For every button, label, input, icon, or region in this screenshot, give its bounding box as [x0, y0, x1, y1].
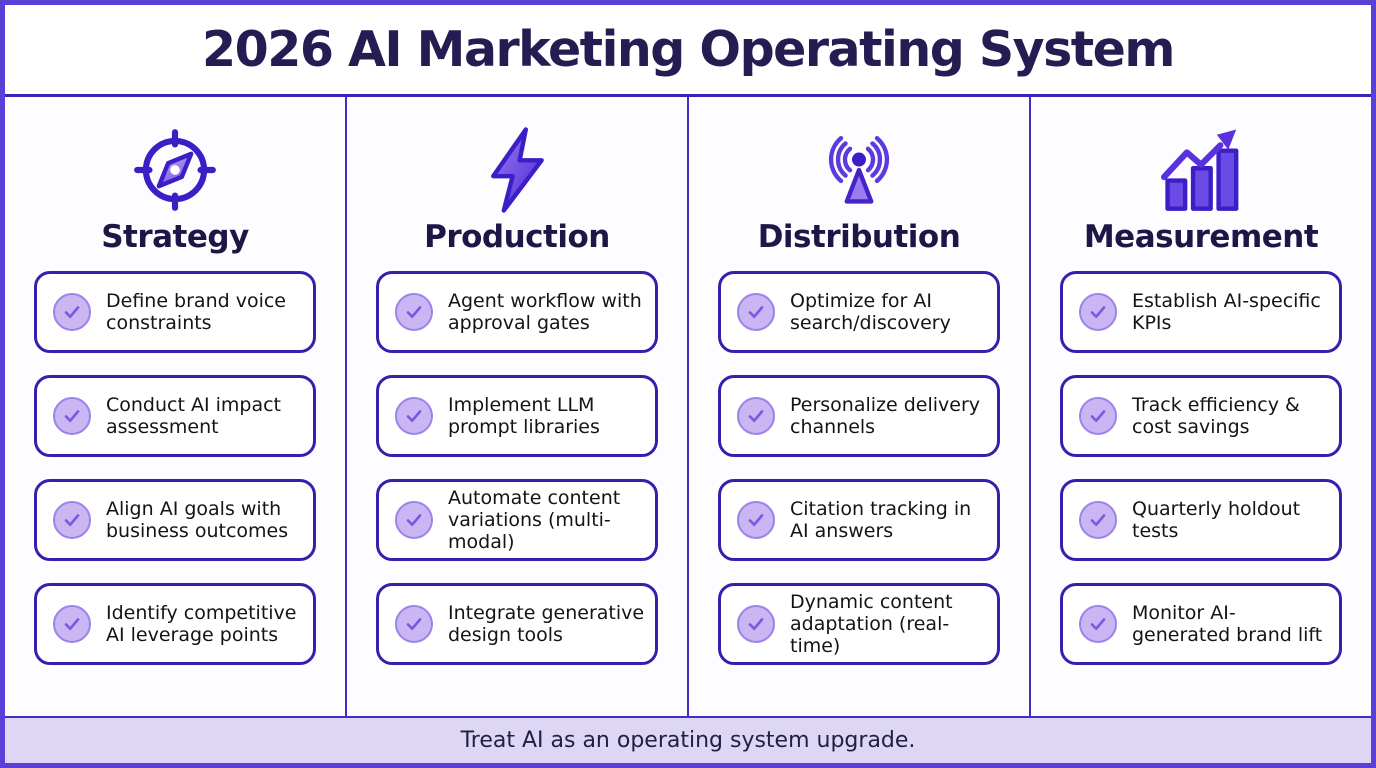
checklist-item-label: Track efficiency & cost savings	[1132, 393, 1300, 438]
checklist-item: Establish AI-specific KPIs	[1060, 271, 1342, 353]
checklist-item-label: Optimize for AI search/discovery	[790, 289, 951, 334]
lightning-icon	[473, 123, 561, 217]
column-strategy: Strategy Define brand voice constraints …	[5, 97, 347, 718]
checklist-item: Track efficiency & cost savings	[1060, 375, 1342, 457]
checklist-item-label: Establish AI-specific KPIs	[1132, 289, 1321, 334]
check-circle-icon	[737, 501, 775, 539]
bar-chart-icon	[1155, 123, 1247, 217]
checklist-item-label: Citation tracking in AI answers	[790, 497, 972, 542]
checklist-item-label: Align AI goals with business outcomes	[106, 497, 289, 542]
check-circle-icon	[395, 501, 433, 539]
columns-container: Strategy Define brand voice constraints …	[5, 97, 1371, 718]
column-title-measurement: Measurement	[1083, 219, 1319, 255]
check-circle-icon	[395, 605, 433, 643]
page-title: 2026 AI Marketing Operating System	[202, 21, 1175, 78]
checklist-item: Define brand voice constraints	[34, 271, 316, 353]
checklist-item: Automate content variations (multi-modal…	[376, 479, 658, 561]
column-measurement: Measurement Establish AI-specific KPIs T…	[1031, 97, 1371, 718]
footer: Treat AI as an operating system upgrade.	[5, 716, 1371, 763]
compass-icon	[131, 123, 219, 217]
checklist-item-label: Agent workflow with approval gates	[448, 289, 642, 334]
checklist-item: Agent workflow with approval gates	[376, 271, 658, 353]
production-card-list: Agent workflow with approval gates Imple…	[376, 271, 658, 687]
checklist-item-label: Dynamic content adaptation (real-time)	[790, 590, 953, 658]
checklist-item-label: Quarterly holdout tests	[1132, 497, 1301, 542]
measurement-card-list: Establish AI-specific KPIs Track efficie…	[1060, 271, 1342, 687]
footer-tagline: Treat AI as an operating system upgrade.	[460, 728, 916, 753]
check-circle-icon	[53, 501, 91, 539]
checklist-item: Quarterly holdout tests	[1060, 479, 1342, 561]
antenna-icon	[811, 123, 907, 217]
checklist-item-label: Integrate generative design tools	[448, 601, 645, 646]
checklist-item-label: Conduct AI impact assessment	[106, 393, 281, 438]
check-circle-icon	[53, 397, 91, 435]
check-circle-icon	[737, 605, 775, 643]
check-circle-icon	[395, 397, 433, 435]
checklist-item: Implement LLM prompt libraries	[376, 375, 658, 457]
checklist-item-label: Personalize delivery channels	[790, 393, 981, 438]
checklist-item: Identify competitive AI leverage points	[34, 583, 316, 665]
column-production: Production Agent workflow with approval …	[347, 97, 689, 718]
checklist-item-label: Monitor AI-generated brand lift	[1132, 601, 1323, 646]
checklist-item-label: Identify competitive AI leverage points	[106, 601, 297, 646]
check-circle-icon	[53, 605, 91, 643]
checklist-item-label: Automate content variations (multi-modal…	[448, 486, 621, 554]
checklist-item: Optimize for AI search/discovery	[718, 271, 1000, 353]
check-circle-icon	[1079, 501, 1117, 539]
strategy-card-list: Define brand voice constraints Conduct A…	[34, 271, 316, 687]
column-distribution: Distribution Optimize for AI search/disc…	[689, 97, 1031, 718]
check-circle-icon	[1079, 397, 1117, 435]
checklist-item: Monitor AI-generated brand lift	[1060, 583, 1342, 665]
check-circle-icon	[737, 397, 775, 435]
check-circle-icon	[1079, 293, 1117, 331]
checklist-item-label: Implement LLM prompt libraries	[448, 393, 600, 438]
check-circle-icon	[737, 293, 775, 331]
column-title-distribution: Distribution	[757, 219, 961, 255]
checklist-item: Align AI goals with business outcomes	[34, 479, 316, 561]
checklist-item: Dynamic content adaptation (real-time)	[718, 583, 1000, 665]
check-circle-icon	[1079, 605, 1117, 643]
checklist-item: Integrate generative design tools	[376, 583, 658, 665]
check-circle-icon	[53, 293, 91, 331]
distribution-card-list: Optimize for AI search/discovery Persona…	[718, 271, 1000, 687]
checklist-item-label: Define brand voice constraints	[106, 289, 286, 334]
checklist-item: Personalize delivery channels	[718, 375, 1000, 457]
header: 2026 AI Marketing Operating System	[5, 5, 1371, 97]
checklist-item: Conduct AI impact assessment	[34, 375, 316, 457]
checklist-item: Citation tracking in AI answers	[718, 479, 1000, 561]
column-title-strategy: Strategy	[101, 219, 249, 255]
column-title-production: Production	[424, 219, 610, 255]
check-circle-icon	[395, 293, 433, 331]
